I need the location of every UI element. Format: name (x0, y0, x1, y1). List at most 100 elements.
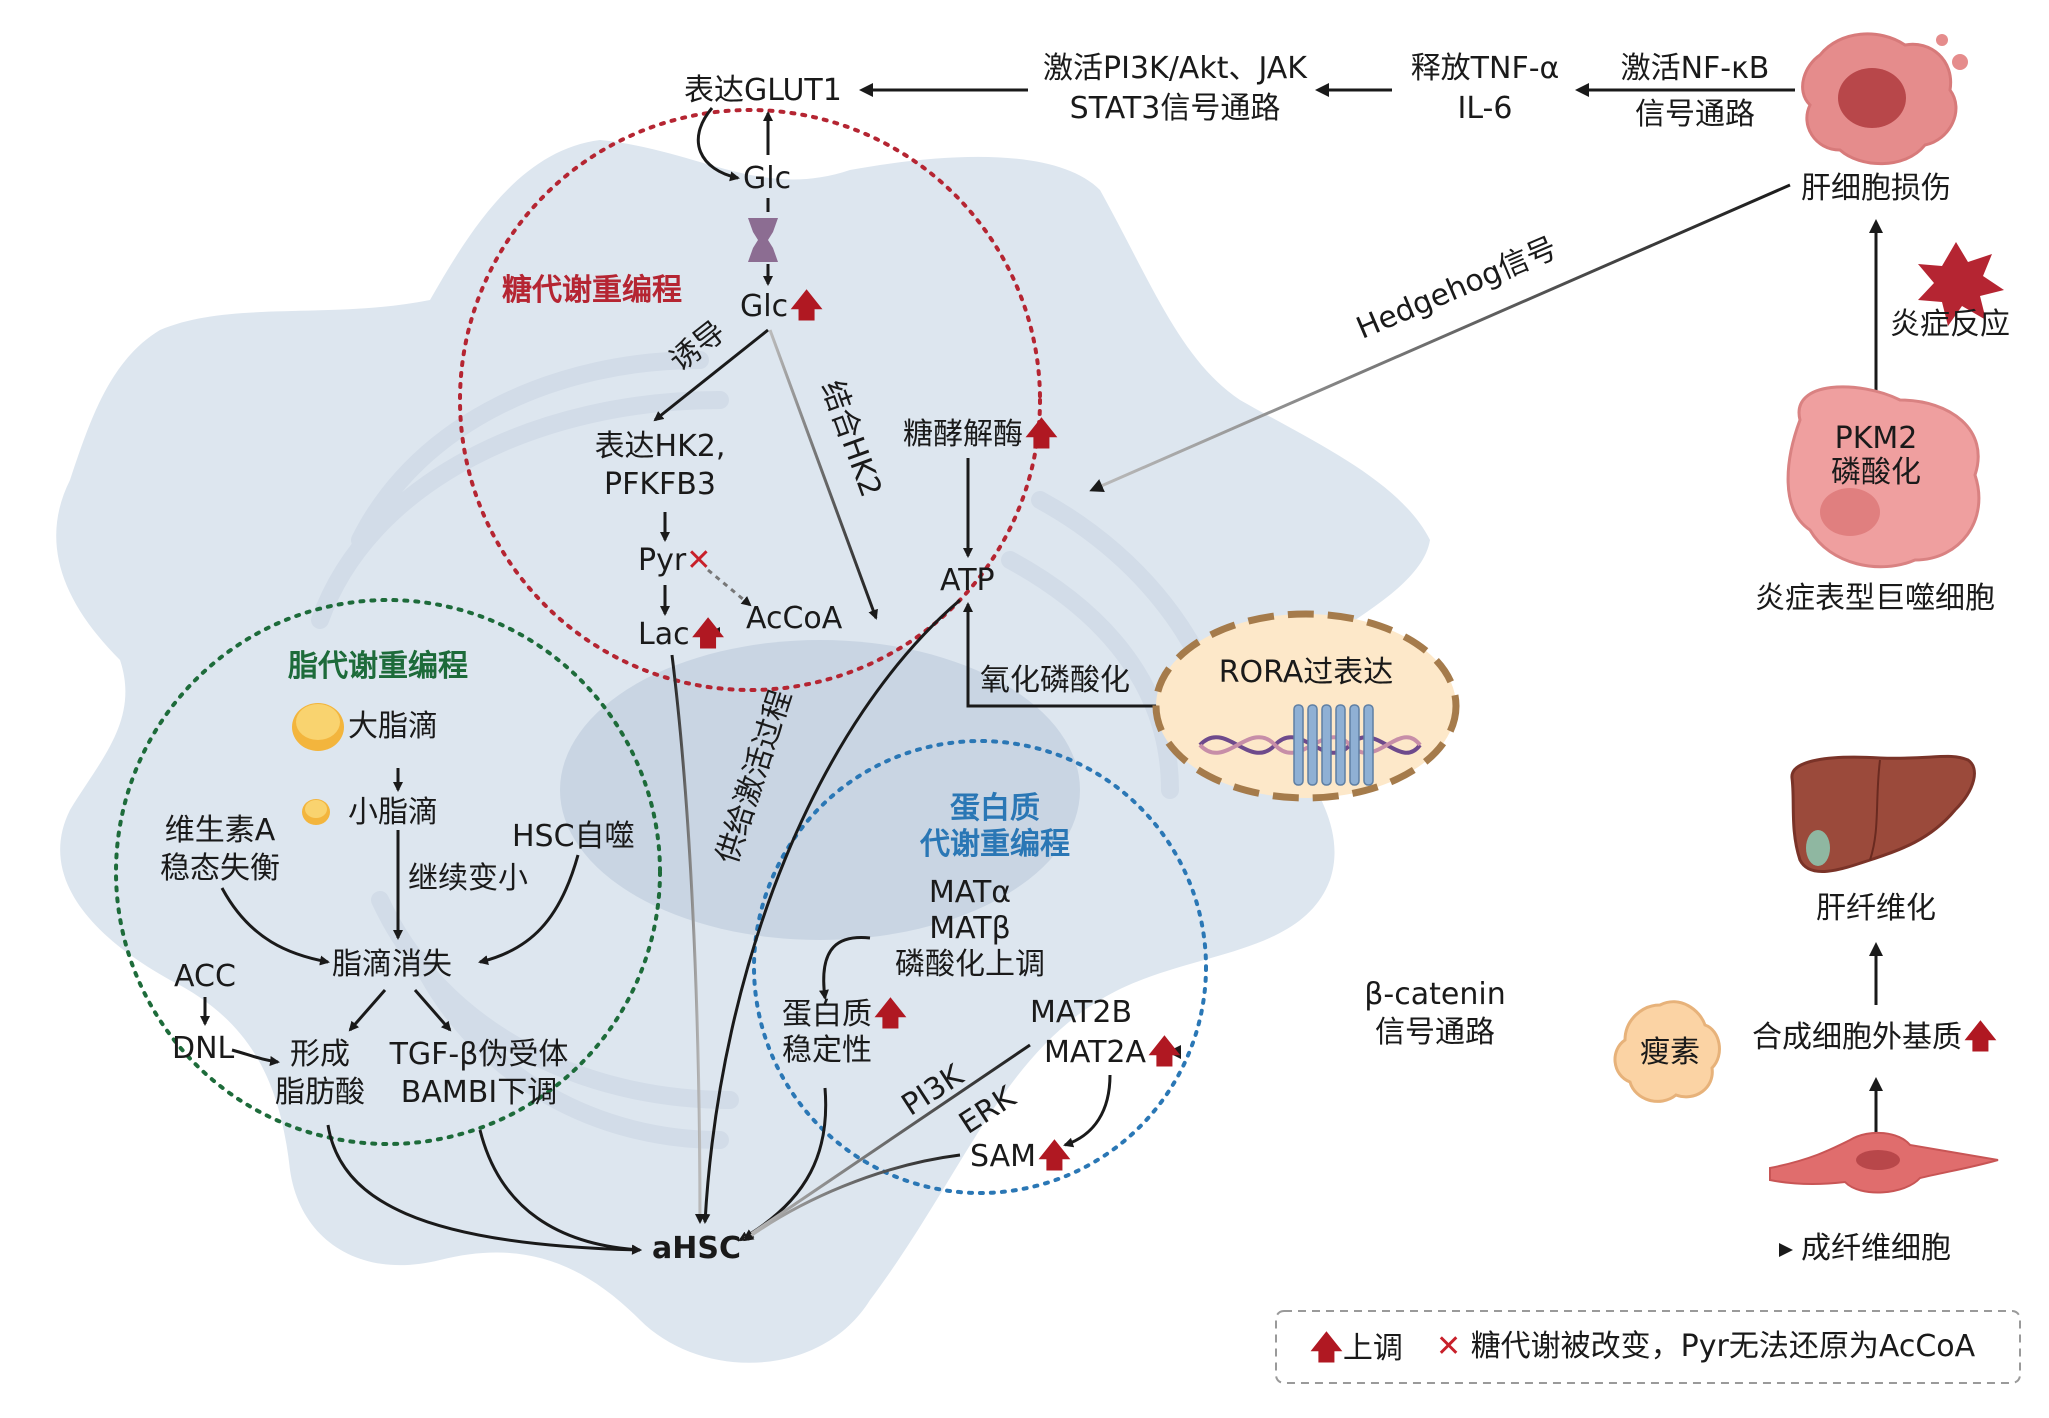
blocked-x-icon: ✕ (686, 543, 712, 578)
leptin-label: 瘦素 (1640, 1035, 1700, 1070)
inflammation-label: 炎症反应 (1890, 307, 2010, 342)
vitamin-a-line2: 稳态失衡 (160, 851, 280, 886)
activate-pi3k-line2: STAT3信号通路 (1069, 91, 1281, 126)
stability-line1: 蛋白质🡅 (782, 994, 907, 1032)
arrow-gone-to-tgf (413, 989, 452, 1032)
stability-line2: 稳定性 (782, 1033, 872, 1068)
nfkb-line1: 激活NF-κB (1620, 51, 1770, 86)
arrow-glc-to-accoa (768, 329, 878, 620)
arrow-glut1-to-glc (696, 107, 740, 182)
release-line1: 释放TNF-α (1410, 51, 1560, 86)
hk2-label-line1: 表达HK2, (594, 429, 726, 464)
protein-section-title-line2: 代谢重编程 (920, 827, 1070, 862)
up-arrow-icon: 🡅 (1310, 1328, 1343, 1366)
release-line2: IL-6 (1457, 91, 1513, 126)
legend-box (1275, 1310, 2021, 1384)
beta-catenin-line1: β-catenin (1364, 977, 1506, 1012)
arrow-dnl-to-fa (231, 1048, 280, 1066)
ecm-label: 合成细胞外基质🡅 (1752, 1017, 1997, 1055)
oxphos-label: 氧化磷酸化 (980, 663, 1130, 698)
arrow-tgf-to-ahsc (478, 1129, 642, 1255)
mat-line2: MATβ (929, 911, 1011, 946)
large-droplet-icon (292, 703, 344, 751)
beta-catenin-line2: 信号通路 (1375, 1015, 1495, 1050)
liver-icon (1790, 754, 1976, 874)
up-arrow-icon: 🡅 (1964, 1017, 1997, 1055)
fibroblast-icon (1769, 1131, 1999, 1194)
small-droplet-label: 小脂滴 (348, 795, 438, 830)
hepatocyte-injury-label: 肝细胞损伤 (1801, 171, 1951, 206)
protein-circle (752, 739, 1208, 1195)
rora-ellipse (1152, 610, 1460, 802)
macrophage-icon (1786, 385, 1981, 569)
protein-section-title-line1: 蛋白质 (950, 791, 1040, 826)
droplet-gone-label: 脂滴消失 (332, 947, 452, 982)
blocked-x-icon: ✕ (1436, 1329, 1462, 1364)
dnl-label: DNL (172, 1031, 235, 1066)
up-arrow-icon: 🡅 (874, 994, 907, 1032)
inflammation-icon (1918, 242, 2004, 326)
glc-top-label: Glc (743, 161, 792, 196)
up-arrow-icon: 🡅 (691, 614, 725, 652)
atp-label: ATP (940, 563, 995, 598)
er-membrane (311, 351, 1239, 1149)
glut1-transporter-icon (748, 218, 778, 262)
macrophage-label: 炎症表型巨噬细胞 (1755, 581, 1995, 616)
arrow-oxphos-to-atp (963, 602, 1160, 708)
arrow-atp-to-ahsc (700, 598, 961, 1224)
acc-label: ACC (174, 959, 236, 994)
up-arrow-icon: 🡅 (1038, 1136, 1071, 1174)
sam-label: SAM🡅 (970, 1136, 1071, 1174)
small-droplet-icon (302, 799, 330, 825)
glc-bottom-label: Glc🡅 (740, 286, 823, 324)
pkm2-line1: PKM2 (1834, 421, 1918, 456)
arrow-hedgehog-to-atp (1089, 183, 1791, 493)
arrow-lac-to-ahsc (670, 654, 705, 1224)
hsc-autophagy-label: HSC自噬 (512, 819, 635, 854)
mat-line1: MATα (928, 875, 1012, 910)
arrow-vita-to-gone (220, 887, 330, 966)
up-arrow-icon: 🡅 (1148, 1032, 1181, 1070)
rora-label: RORA过表达 (1218, 655, 1394, 690)
hk2-label-line2: PFKFB3 (604, 467, 716, 502)
keep-shrinking-label: 继续变小 (408, 861, 528, 896)
liver-fibrosis-label: 肝纤维化 (1816, 891, 1936, 926)
glycolytic-enzyme-label: 糖酵解酶🡅 (903, 414, 1058, 452)
leptin-icon (1613, 1000, 1721, 1103)
large-droplet-label: 大脂滴 (348, 709, 438, 744)
glucose-section-title: 糖代谢重编程 (502, 273, 682, 308)
arrow-fa-to-ahsc (326, 1124, 642, 1255)
tgf-line2: BAMBI下调 (400, 1075, 558, 1110)
arrow-mat-to-stability (818, 936, 871, 1000)
lac-label: Lac🡅 (638, 614, 725, 652)
mat2a-label: MAT2A🡅 (1044, 1032, 1181, 1070)
arrow-sam-to-ahsc (743, 1153, 961, 1242)
legend-x: ✕ 糖代谢被改变，Pyr无法还原为AcCoA (1436, 1329, 1976, 1364)
glucose-circle (458, 108, 1042, 692)
legend-up: 🡅上调 (1310, 1328, 1403, 1366)
fibroblast-label: 成纤维细胞 (1801, 1231, 1951, 1266)
tgf-line1: TGF-β伪受体 (389, 1037, 569, 1072)
fatty-acid-line2: 脂肪酸 (275, 1075, 365, 1110)
glut1-label: 表达GLUT1 (684, 73, 842, 108)
dna-receptor-icon (1198, 704, 1422, 786)
vitamin-a-line1: 维生素A (164, 813, 276, 848)
fatty-acid-line1: 形成 (290, 1037, 350, 1072)
lipid-circle (114, 598, 662, 1146)
up-arrow-icon: 🡅 (1025, 414, 1058, 452)
nfkb-line2: 信号通路 (1635, 97, 1755, 132)
arrow-autophagy-to-gone (478, 854, 580, 965)
lipid-section-title: 脂代谢重编程 (288, 649, 468, 684)
pkm2-line2: 磷酸化 (1831, 455, 1921, 490)
ahsc-label: aHSC (652, 1231, 741, 1266)
arrow-mat2a-to-sam (1063, 1074, 1112, 1148)
up-arrow-icon: 🡅 (790, 286, 823, 324)
accoa-label: AcCoA (746, 601, 843, 636)
mat-line3: 磷酸化上调 (895, 947, 1045, 982)
mat2b-label: MAT2B (1030, 995, 1133, 1030)
arrow-mat2b-to-ahsc (743, 1043, 1031, 1240)
activate-pi3k-line1: 激活PI3K/Akt、JAK (1043, 51, 1307, 86)
pyr-label: Pyr✕ (638, 543, 712, 578)
